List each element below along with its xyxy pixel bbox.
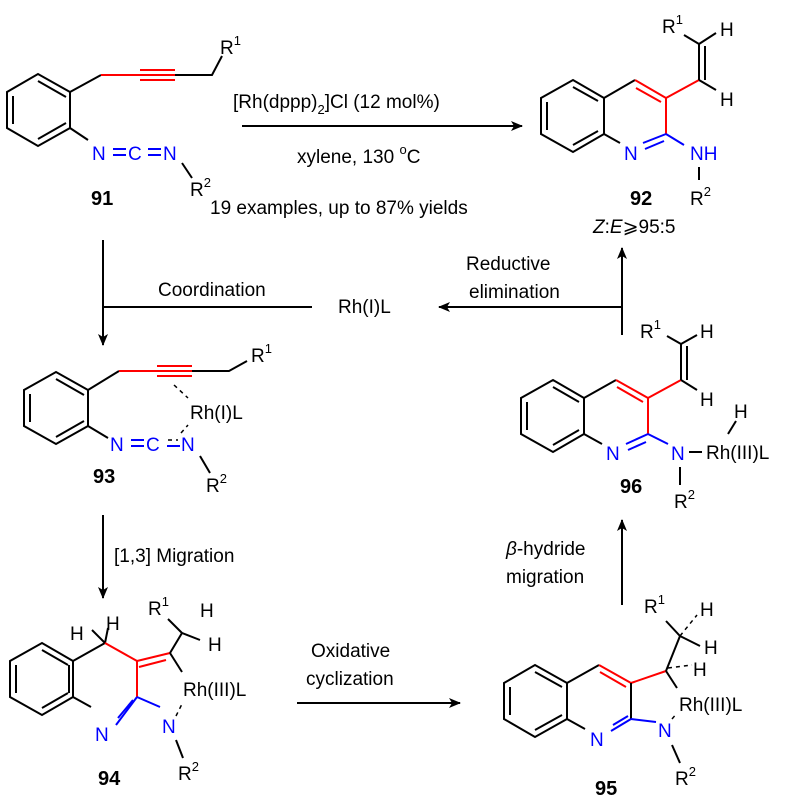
reductive-label-1: Reductive <box>466 254 551 275</box>
bond <box>69 74 102 93</box>
catalyst-rh-i: Rh(I)L <box>338 297 391 318</box>
ring-n-atom: N <box>624 144 638 165</box>
conditions-text: xylene, 130 oC <box>297 142 420 168</box>
compound-label: 95 <box>595 778 617 800</box>
r2-text: R2 <box>178 759 199 785</box>
c-atom: C <box>146 435 160 456</box>
migration-label: [1,3] Migration <box>114 546 234 567</box>
oxidative-label-1: Oxidative <box>311 641 390 662</box>
h-atom: H <box>720 20 734 41</box>
bond <box>69 127 89 141</box>
ring-n-atom: N <box>95 725 109 746</box>
compound-96: R1 H H N N Rh(III)L H R2 96 <box>520 317 769 513</box>
nh-group: NH <box>690 144 717 165</box>
bond <box>175 55 223 76</box>
h-atom: H <box>720 90 734 111</box>
r1-text: R1 <box>644 592 665 618</box>
n-atom: N <box>181 435 195 456</box>
reaction-arrow-group: [Rh(dppp)2]Cl (12 mol%) xylene, 130 oC 1… <box>210 92 523 219</box>
alkyne-triple-bond <box>140 69 175 81</box>
h-atom: H <box>704 638 718 659</box>
r2-text: R2 <box>190 175 211 201</box>
h-atom: H <box>106 614 120 635</box>
coordination-dashed-bond <box>173 384 189 399</box>
h-atom: H <box>700 322 714 343</box>
compound-91: R1 N C N R2 91 <box>6 33 241 210</box>
n-atom: N <box>162 717 176 738</box>
n-atom: N <box>163 144 177 165</box>
catalyst-text: [Rh(dppp)2]Cl (12 mol%) <box>233 92 440 117</box>
metal-text: Rh(III)L <box>679 695 742 716</box>
compound-label: 94 <box>98 768 121 790</box>
metal-text: Rh(III)L <box>706 443 769 464</box>
compound-94: H H R1 H H Rh(III)L N N R2 94 <box>9 594 246 790</box>
r2-text: R2 <box>674 487 695 513</box>
benzene-ring <box>6 72 71 148</box>
compound-label: 96 <box>620 476 642 498</box>
h-atom: H <box>70 624 84 645</box>
r1-text: R1 <box>640 317 661 343</box>
h-atom: H <box>700 600 714 621</box>
r1-text: R1 <box>148 594 169 620</box>
compound-label: 93 <box>93 466 115 488</box>
h-atom: H <box>208 635 222 656</box>
selectivity-text: Z:E⩾95:5 <box>592 217 675 238</box>
oxidative-label-2: cyclization <box>306 669 394 690</box>
h-atom: H <box>700 390 714 411</box>
compound-label: 92 <box>630 188 652 210</box>
metal-text: Rh(III)L <box>183 680 246 701</box>
bond <box>181 162 193 179</box>
coordination-label: Coordination <box>158 280 266 301</box>
n-atom: N <box>671 444 685 465</box>
c-atom: C <box>128 144 142 165</box>
compound-label: 91 <box>91 188 113 210</box>
ring-n-atom: N <box>606 444 620 465</box>
h-atom: H <box>693 660 707 681</box>
compound-92: R1 H H N NH R2 92 Z:E⩾95:5 <box>540 12 734 238</box>
r1-text: R1 <box>251 341 272 367</box>
h-atom: H <box>734 402 748 423</box>
beta-hydride-label-2: migration <box>506 567 584 588</box>
r1-text: R1 <box>220 33 241 59</box>
h-atom: H <box>200 601 214 622</box>
n-atom: N <box>92 144 106 165</box>
r2-text: R2 <box>206 471 227 497</box>
n-atom: N <box>110 435 124 456</box>
scope-text: 19 examples, up to 87% yields <box>210 198 468 219</box>
highlight-bond <box>634 79 667 103</box>
metal-text: Rh(I)L <box>190 403 243 424</box>
beta-hydride-label-1: β-hydride <box>505 539 586 560</box>
r2-text: R2 <box>690 184 711 210</box>
r1-text: R1 <box>662 12 683 38</box>
compound-95: H R1 H H Rh(III)L N N R2 95 <box>503 592 742 800</box>
compound-93: R1 Rh(I)L N C N R2 93 <box>23 341 272 497</box>
reductive-label-2: elimination <box>469 282 560 303</box>
r2-text: R2 <box>675 764 696 790</box>
ring-n-atom: N <box>590 730 604 751</box>
vinyl-double-bond <box>698 44 706 80</box>
n-atom: N <box>658 721 672 742</box>
